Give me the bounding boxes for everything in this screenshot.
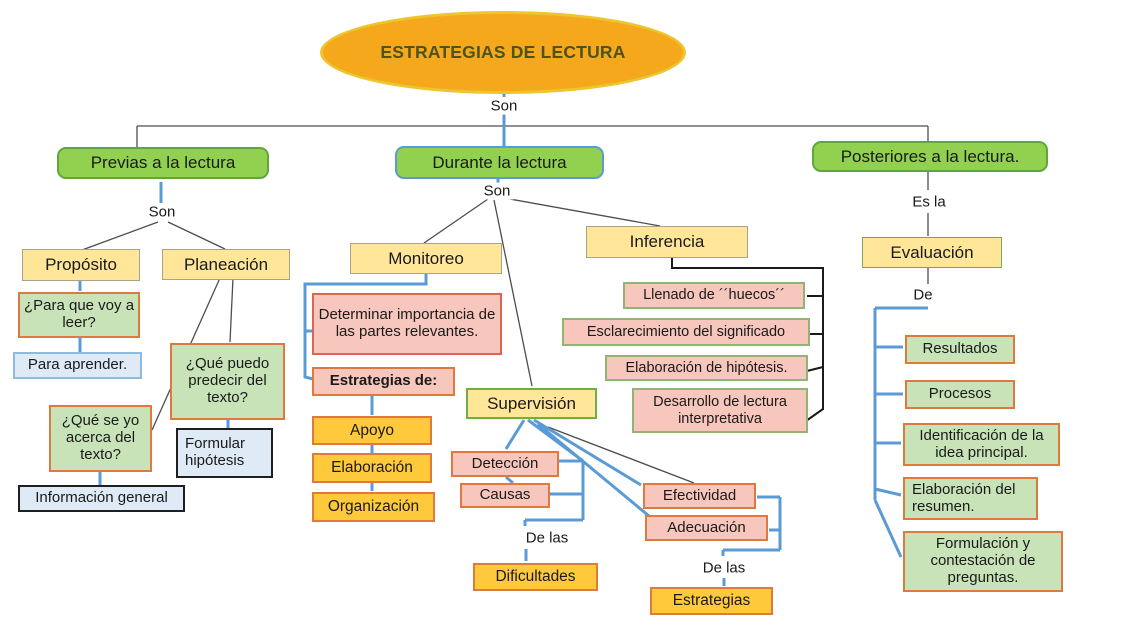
connector-label-de-las-dificultades: De las xyxy=(522,529,572,547)
connector-label-de: De xyxy=(910,286,936,304)
node-organizacion: Organización xyxy=(312,492,435,522)
node-apoyo: Apoyo xyxy=(312,416,432,445)
node-evaluacion: Evaluación xyxy=(862,237,1002,268)
connector-label-son-top: Son xyxy=(487,97,521,115)
node-elaboracion-del-resumen: Elaboración del resumen. xyxy=(903,477,1038,520)
node-monitoreo: Monitoreo xyxy=(350,243,502,274)
inferencia-bracket xyxy=(671,258,824,422)
node-estrategias: Estrategias xyxy=(650,587,773,615)
node-desarrollo-lectura-interpretativa: Desarrollo de lectura interpretativa xyxy=(632,388,808,433)
node-posteriores-a-la-lectura: Posteriores a la lectura. xyxy=(812,141,1048,172)
connector-label-son-left: Son xyxy=(145,203,179,221)
node-formulacion-contestacion-preguntas: Formulación y contestación de preguntas. xyxy=(903,531,1063,592)
node-inferencia: Inferencia xyxy=(586,226,748,258)
node-supervision: Supervisión xyxy=(466,388,597,419)
node-dificultades: Dificultades xyxy=(473,563,598,591)
node-estrategias-de: Estrategias de: xyxy=(312,367,455,396)
node-formular-hipotesis: Formular hipótesis xyxy=(176,428,273,478)
node-adecuacion: Adecuación xyxy=(645,515,768,541)
node-procesos: Procesos xyxy=(905,380,1015,409)
thin-connector-lines xyxy=(81,125,929,484)
node-para-que-voy-a-leer: ¿Para que voy a leer? xyxy=(18,292,140,338)
node-elaboracion-de-hipotesis: Elaboración de hipótesis. xyxy=(605,355,808,381)
connector-label-de-las-estrategias: De las xyxy=(699,559,749,577)
node-para-aprender: Para aprender. xyxy=(13,352,142,379)
node-elaboracion: Elaboración xyxy=(312,453,432,483)
node-determinar-importancia: Determinar importancia de las partes rel… xyxy=(312,293,502,355)
connector-label-son-mid: Son xyxy=(480,182,514,200)
node-identificacion-idea-principal: Identificación de la idea principal. xyxy=(903,423,1060,466)
node-deteccion: Detección xyxy=(451,451,559,477)
node-que-se-yo-acerca-del-texto: ¿Qué se yo acerca del texto? xyxy=(49,405,152,472)
node-planeacion: Planeación xyxy=(162,249,290,280)
node-llenado-de-huecos: Llenado de ´´huecos´´ xyxy=(623,282,805,309)
node-durante-la-lectura: Durante la lectura xyxy=(395,146,604,179)
node-informacion-general: Información general xyxy=(18,485,185,512)
node-que-puedo-predecir-del-texto: ¿Qué puedo predecir del texto? xyxy=(170,343,285,420)
connector-label-es-la: Es la xyxy=(909,193,949,211)
node-esclarecimiento-del-significado: Esclarecimiento del significado xyxy=(562,318,810,346)
root-node-estrategias-de-lectura: ESTRATEGIAS DE LECTURA xyxy=(320,11,686,94)
node-efectividad: Efectividad xyxy=(643,483,756,509)
node-causas: Causas xyxy=(460,483,550,508)
node-proposito: Propósito xyxy=(22,249,140,281)
node-resultados: Resultados xyxy=(905,335,1015,364)
node-previas-a-la-lectura: Previas a la lectura xyxy=(57,147,269,179)
